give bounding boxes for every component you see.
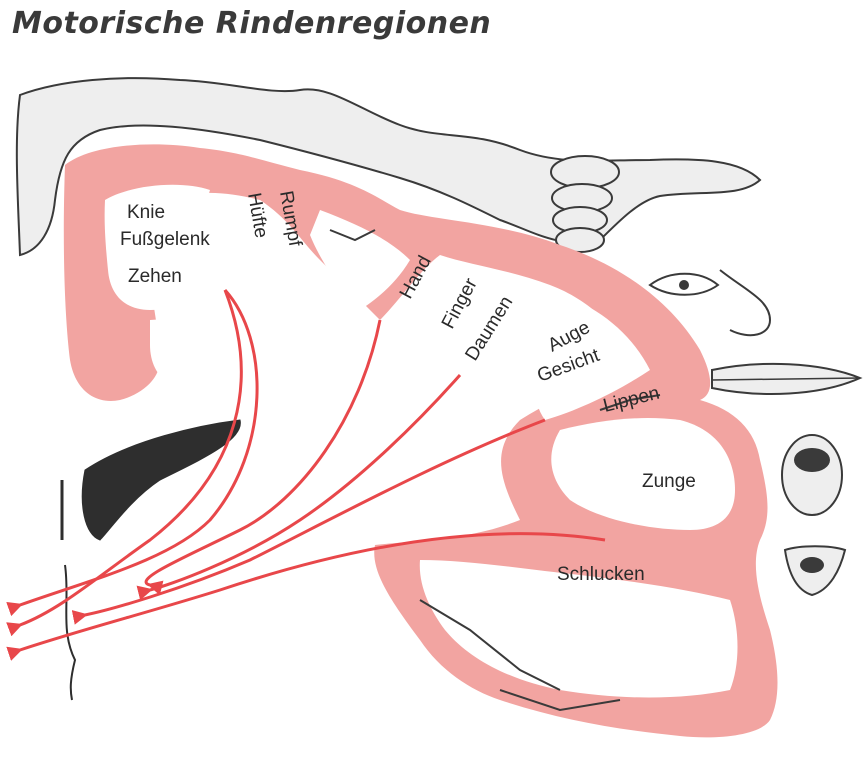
label-knie: Knie (127, 202, 165, 223)
label-finger: Finger (438, 274, 482, 332)
nose-icon (720, 270, 770, 335)
label-fussgelenk: Fußgelenk (120, 229, 210, 250)
hand-icon (551, 156, 619, 252)
throat-icon (785, 546, 845, 595)
lips-icon (712, 364, 860, 394)
label-schlucken: Schlucken (557, 564, 645, 585)
label-zehen: Zehen (128, 266, 182, 287)
eye-icon (650, 274, 718, 295)
label-zunge: Zunge (642, 471, 696, 492)
mouth-open-icon (782, 435, 842, 515)
ventricle-icon (62, 420, 240, 540)
